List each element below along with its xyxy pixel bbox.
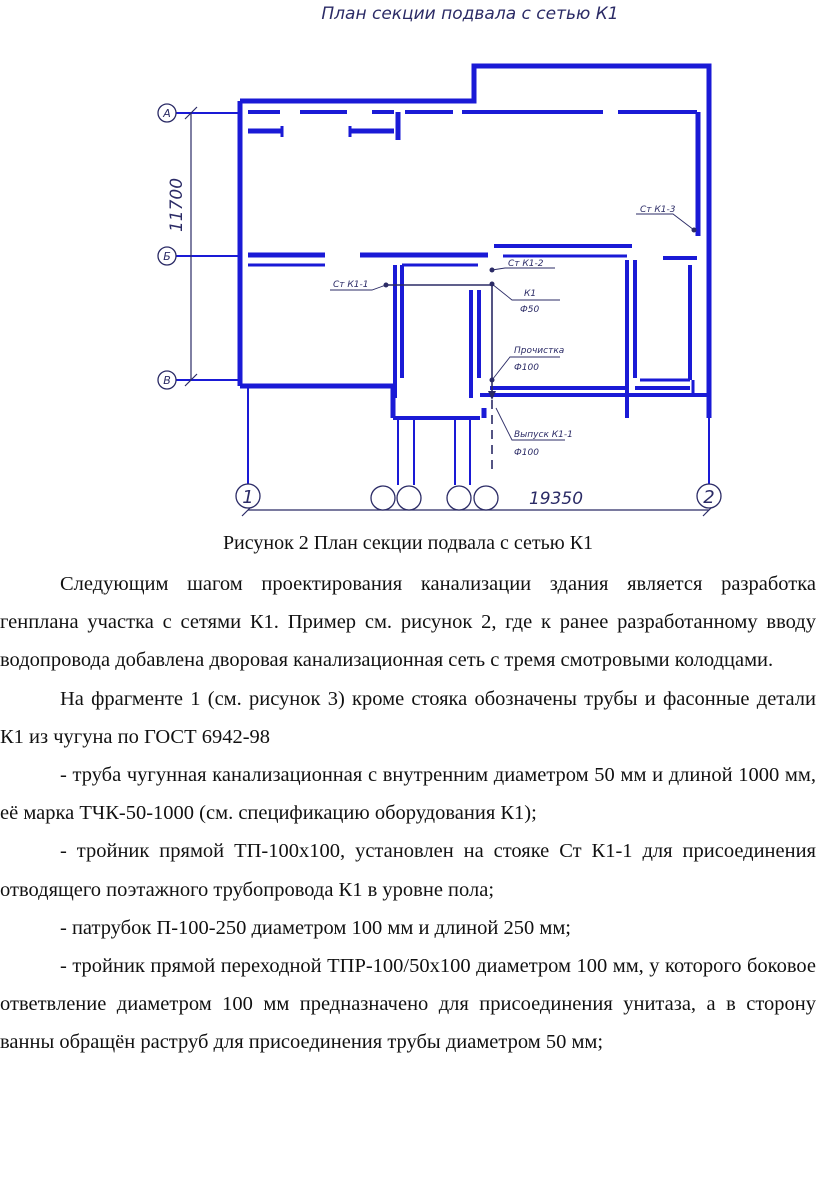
paragraph: Следующим шагом проектирования канализац… bbox=[0, 573, 816, 672]
axis-label-v: В bbox=[163, 374, 171, 387]
figure-caption: Рисунок 2 План секции подвала с сетью К1 bbox=[222, 532, 594, 554]
label-k1-diameter: Ф50 bbox=[520, 305, 539, 315]
paragraph: На фрагменте 1 (см. рисунок 3) кроме сто… bbox=[0, 687, 816, 748]
axis-grid-lines bbox=[175, 112, 710, 485]
building-walls bbox=[237, 63, 712, 420]
label-cleanout-diameter: Ф100 bbox=[514, 363, 539, 373]
paragraph: - тройник прямой переходной ТПР-100/50х1… bbox=[0, 955, 816, 1054]
axis-label-b: Б bbox=[163, 250, 171, 263]
axis-label-2: 2 bbox=[703, 487, 714, 508]
axis-bubbles bbox=[157, 103, 722, 511]
label-outlet-diameter: Ф100 bbox=[514, 448, 539, 458]
dimension-horizontal: 19350 bbox=[529, 489, 583, 509]
label-outlet: Выпуск К1-1 bbox=[514, 430, 573, 440]
label-k1: К1 bbox=[524, 289, 536, 299]
riser-points bbox=[383, 227, 697, 400]
dimension-vertical: 11700 bbox=[167, 178, 187, 232]
axis-label-1: 1 bbox=[242, 487, 253, 508]
paragraph: - патрубок П-100-250 диаметром 100 мм и … bbox=[60, 916, 571, 939]
figure-title: План секции подвала с сетью К1 bbox=[321, 4, 618, 24]
body-text: Следующим шагом проектирования канализац… bbox=[0, 565, 816, 1062]
sewer-network-k1 bbox=[330, 213, 695, 470]
paragraph: - тройник прямой ТП-100х100, установлен … bbox=[0, 840, 816, 901]
label-st-k1-1: Ст К1-1 bbox=[333, 280, 368, 290]
paragraph: - труба чугунная канализационная с внутр… bbox=[0, 764, 816, 825]
basement-plan-figure: План секции подвала с сетью К1 bbox=[157, 4, 722, 517]
label-st-k1-2: Ст К1-2 bbox=[508, 259, 544, 269]
axis-label-a: А bbox=[162, 107, 171, 120]
label-cleanout: Прочистка bbox=[514, 346, 564, 356]
label-st-k1-3: Ст К1-3 bbox=[640, 205, 676, 215]
